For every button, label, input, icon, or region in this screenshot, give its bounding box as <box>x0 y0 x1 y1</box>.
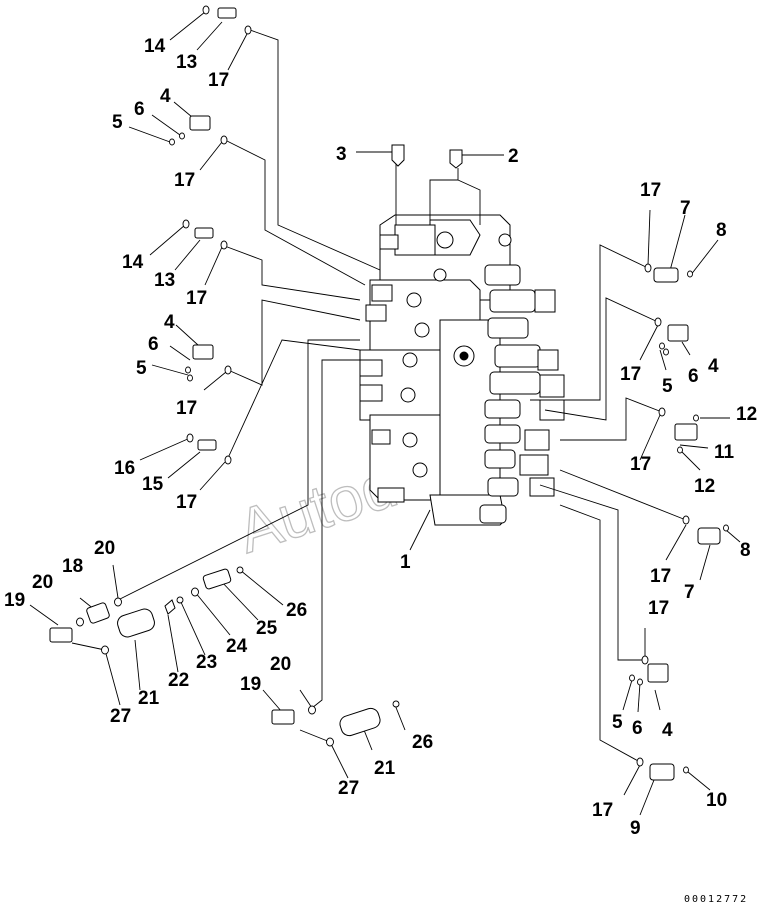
callout-24: 24 <box>226 636 248 657</box>
callout-9: 9 <box>630 818 641 839</box>
callout-18: 18 <box>62 556 83 577</box>
callout-6: 6 <box>148 334 159 355</box>
callout-6: 6 <box>688 366 699 387</box>
callout-20: 20 <box>270 654 291 675</box>
callout-17: 17 <box>650 566 671 587</box>
callout-12: 12 <box>736 404 757 425</box>
callout-12: 12 <box>694 476 715 497</box>
callout-11: 11 <box>714 442 735 463</box>
callout-1: 1 <box>400 552 411 573</box>
callout-27: 27 <box>338 778 359 799</box>
callout-4: 4 <box>160 86 171 107</box>
callout-17: 17 <box>592 800 613 821</box>
callout-14: 14 <box>144 36 166 57</box>
drawing-number: 00012772 <box>684 894 748 905</box>
callout-26: 26 <box>286 600 307 621</box>
callout-20: 20 <box>94 538 115 559</box>
callout-10: 10 <box>706 790 727 811</box>
callout-4: 4 <box>164 312 175 333</box>
callout-15: 15 <box>142 474 164 495</box>
callout-8: 8 <box>740 540 751 561</box>
callout-21: 21 <box>138 688 160 709</box>
small-parts <box>49 5 729 781</box>
callout-5: 5 <box>136 358 147 379</box>
callout-17: 17 <box>176 492 197 513</box>
leader-lines <box>29 11 741 816</box>
callout-26: 26 <box>412 732 433 753</box>
callout-27: 27 <box>110 706 131 727</box>
callout-6: 6 <box>134 99 145 120</box>
callout-4: 4 <box>662 720 673 741</box>
callout-25: 25 <box>256 618 278 639</box>
callout-4: 4 <box>708 356 719 377</box>
callout-2: 2 <box>508 146 519 167</box>
callout-8: 8 <box>716 220 727 241</box>
callout-23: 23 <box>196 652 217 673</box>
control-valve-assembly <box>359 214 565 526</box>
callout-17: 17 <box>186 288 207 309</box>
callout-5: 5 <box>612 712 623 733</box>
callout-13: 13 <box>176 52 197 73</box>
callout-5: 5 <box>662 376 673 397</box>
callout-7: 7 <box>680 198 691 219</box>
callout-6: 6 <box>632 718 643 739</box>
callout-19: 19 <box>4 590 25 611</box>
callout-13: 13 <box>154 270 175 291</box>
callout-22: 22 <box>168 670 189 691</box>
callout-17: 17 <box>620 364 641 385</box>
callout-16: 16 <box>114 458 135 479</box>
callout-17: 17 <box>176 398 197 419</box>
callout-7: 7 <box>684 582 695 603</box>
callout-17: 17 <box>648 598 669 619</box>
callout-labels: 14 13 17 5 6 4 17 3 2 14 13 17 4 6 5 17 … <box>4 36 757 839</box>
callout-17: 17 <box>208 70 229 91</box>
callout-17: 17 <box>174 170 195 191</box>
callout-17: 17 <box>630 454 651 475</box>
callout-20: 20 <box>32 572 53 593</box>
callout-21: 21 <box>374 758 396 779</box>
callout-3: 3 <box>336 144 347 165</box>
callout-17: 17 <box>640 180 661 201</box>
callout-19: 19 <box>240 674 261 695</box>
callout-14: 14 <box>122 252 144 273</box>
callout-5: 5 <box>112 112 123 133</box>
